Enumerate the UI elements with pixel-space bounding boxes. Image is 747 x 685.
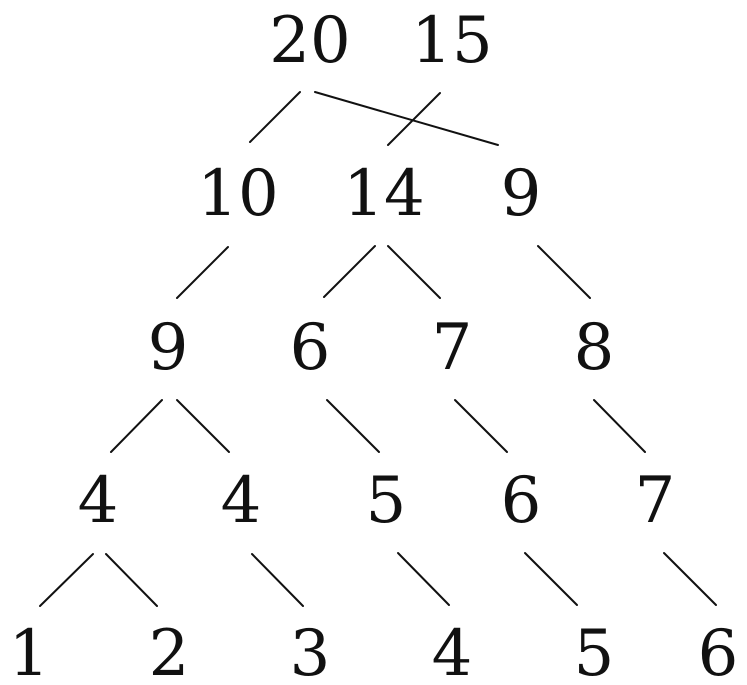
node-row4-4: 6 [501, 464, 542, 538]
row-1: 20 15 [269, 4, 492, 78]
edge-4b-to-3 [251, 553, 304, 607]
node-row2-1: 10 [197, 157, 278, 231]
edge-7-to-6 [454, 399, 508, 453]
node-row5-1: 1 [9, 617, 50, 685]
node-row5-4: 4 [432, 617, 473, 685]
edge-15-to-14 [387, 92, 441, 146]
row-5: 1 2 3 4 5 6 [9, 617, 739, 685]
node-row4-5: 7 [635, 464, 676, 538]
edge-7-to-6-bottom [663, 552, 717, 606]
edge-4a-to-2 [105, 553, 158, 607]
edge-6-to-5 [326, 399, 380, 453]
node-row1-1: 20 [269, 4, 350, 78]
edge-9-to-8 [537, 245, 591, 299]
node-row1-2: 15 [411, 4, 492, 78]
node-row5-2: 2 [149, 617, 190, 685]
edge-6-to-5-bottom [524, 552, 578, 606]
row-4: 4 4 5 6 7 [78, 464, 676, 538]
edge-5-to-4 [397, 552, 450, 606]
edges [39, 91, 717, 607]
edge-10-to-9 [176, 246, 229, 299]
edge-4a-to-1 [39, 553, 94, 607]
row-3: 9 6 7 8 [148, 311, 615, 385]
edge-14-to-6 [323, 245, 376, 298]
node-row4-3: 5 [366, 464, 407, 538]
node-row3-3: 7 [432, 311, 473, 385]
edge-14-to-7 [387, 245, 441, 299]
node-row5-6: 6 [698, 617, 739, 685]
node-row3-4: 8 [574, 311, 615, 385]
node-row3-2: 6 [290, 311, 331, 385]
node-row2-2: 14 [343, 157, 424, 231]
node-row3-1: 9 [148, 311, 189, 385]
edge-9-to-4a [110, 399, 163, 453]
node-row5-5: 5 [574, 617, 615, 685]
node-row4-1: 4 [78, 464, 119, 538]
edge-20-to-10 [249, 91, 301, 143]
edge-8-to-7 [593, 399, 646, 453]
row-2: 10 14 9 [197, 157, 541, 231]
node-row5-3: 3 [290, 617, 331, 685]
node-row4-2: 4 [221, 464, 262, 538]
node-row2-3: 9 [501, 157, 542, 231]
edge-9-to-4b [176, 399, 230, 453]
edge-20-to-9 [314, 91, 499, 146]
